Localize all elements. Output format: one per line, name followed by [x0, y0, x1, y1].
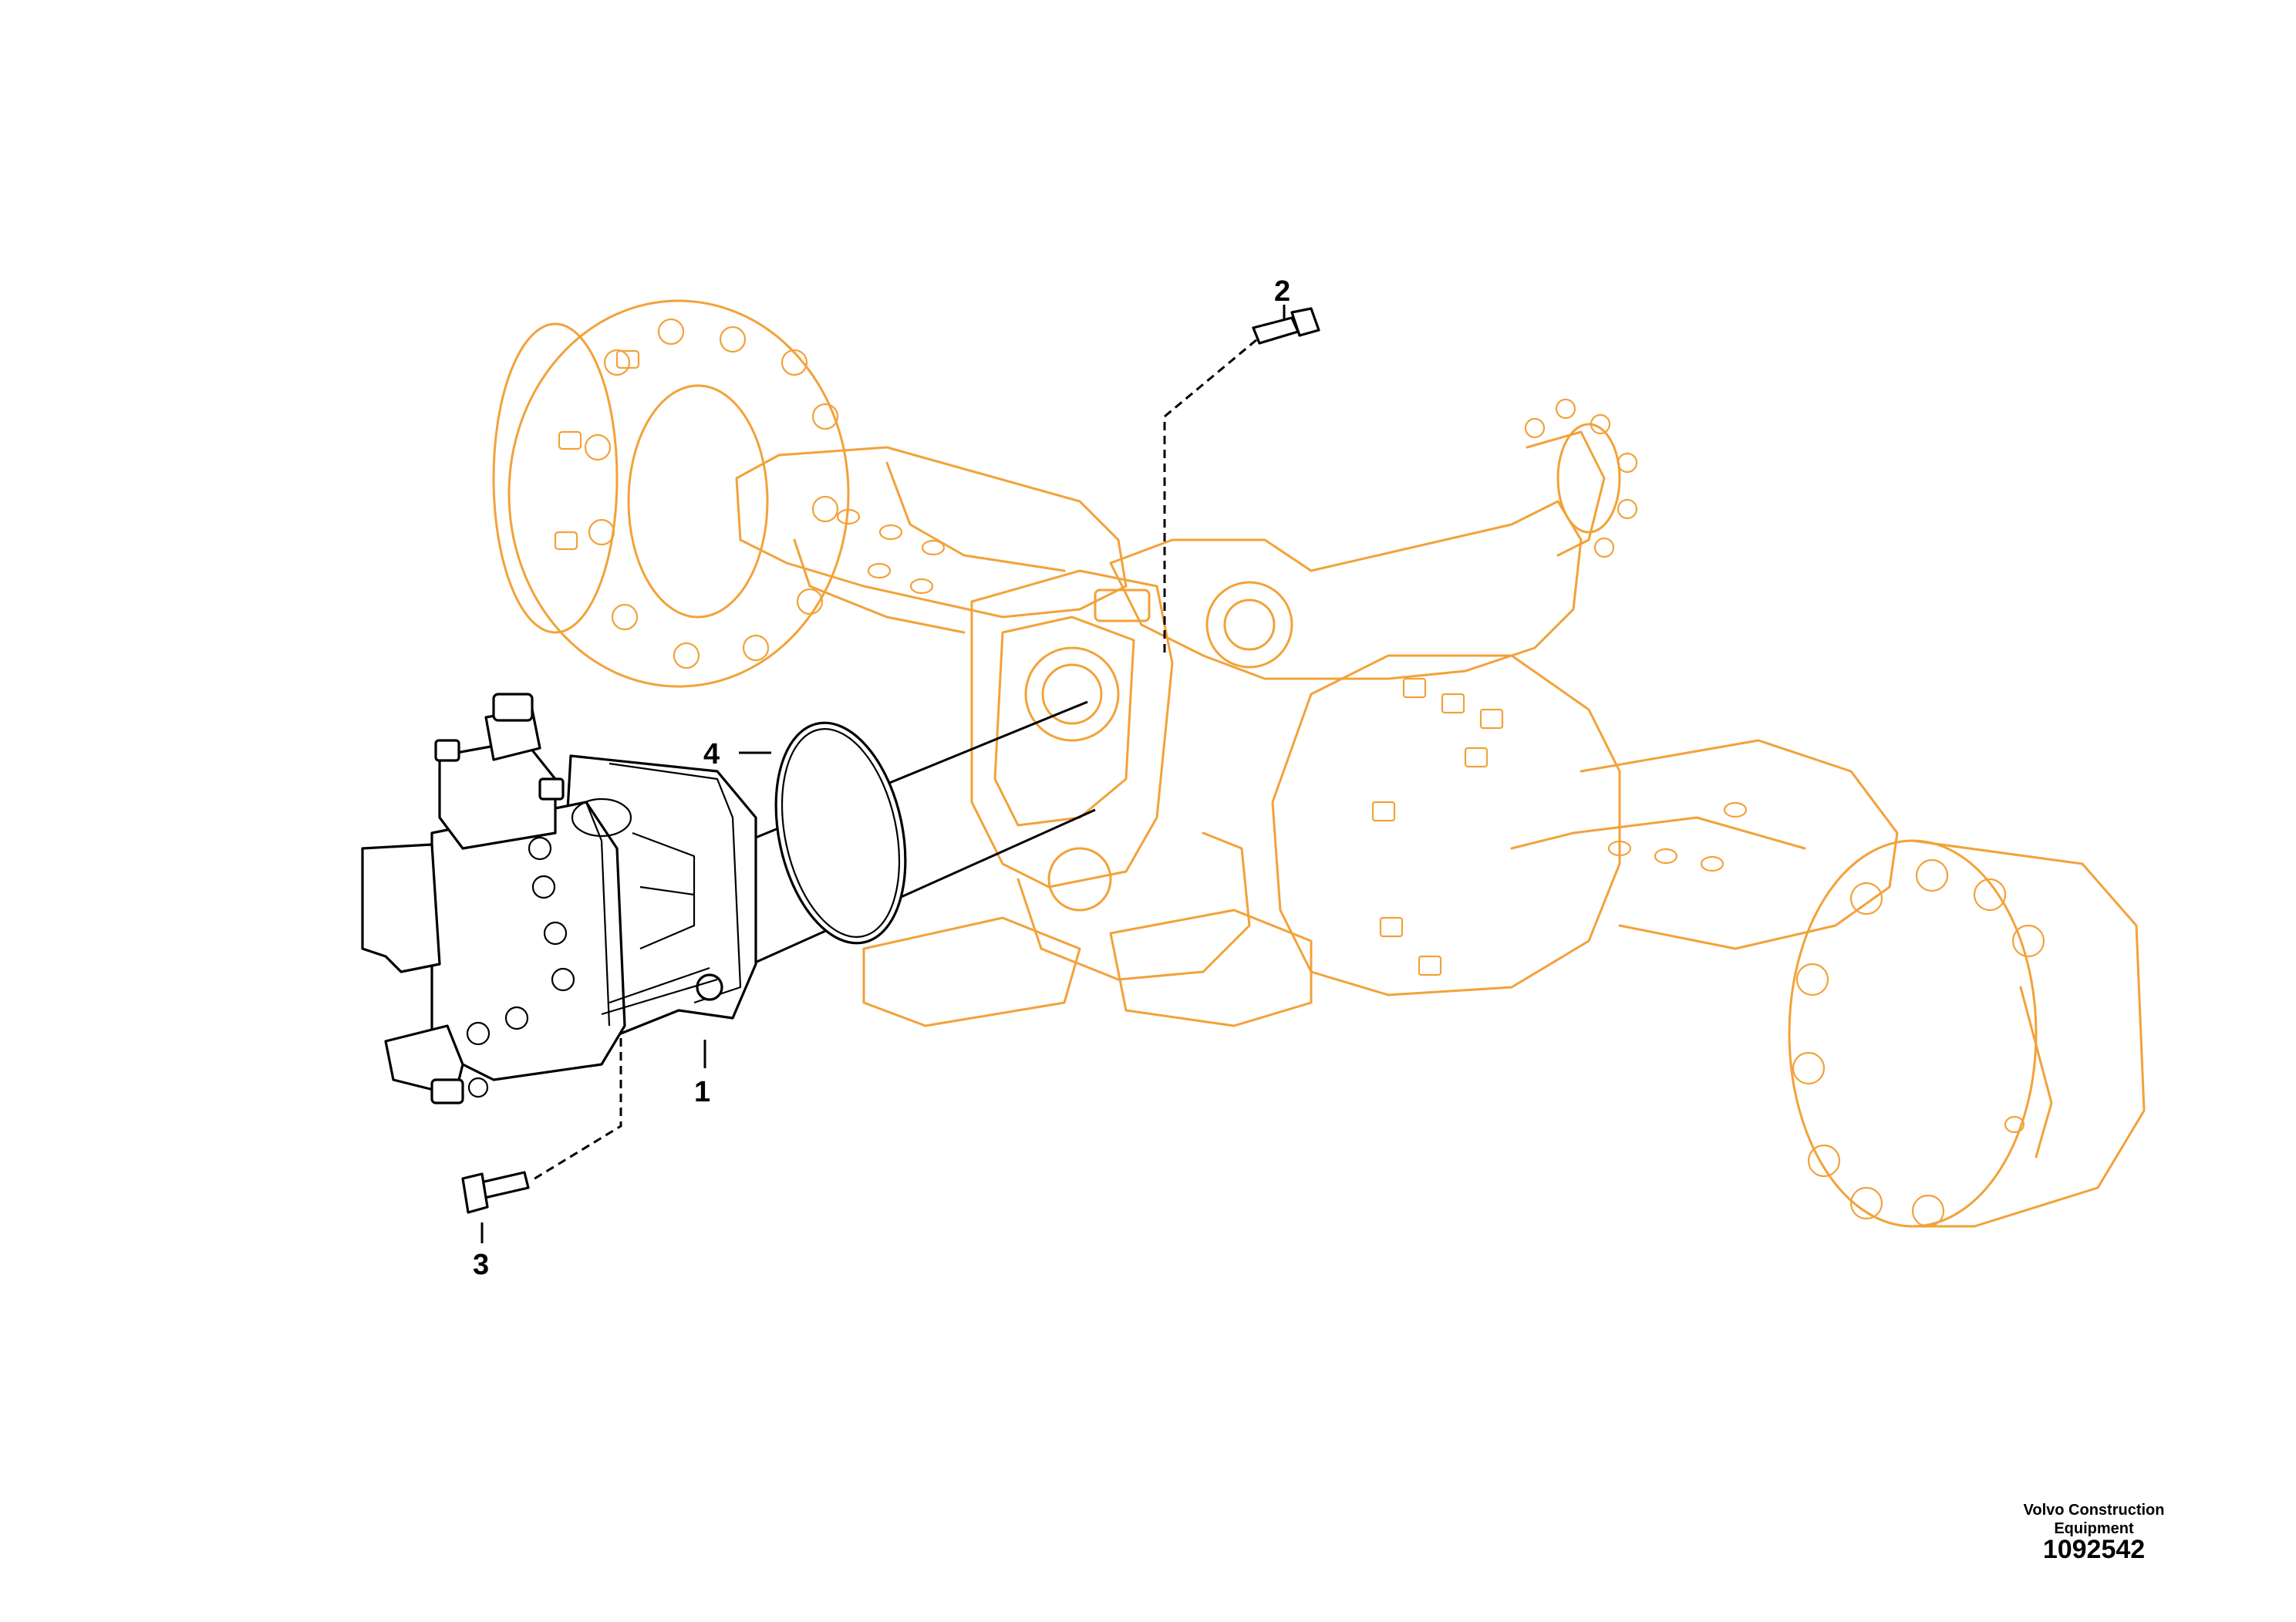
- callout-1: 1: [694, 1076, 710, 1108]
- o-ring-inner: [781, 728, 901, 938]
- o-ring-part-4: [774, 721, 907, 945]
- callout-labels: 1 2 3 4: [473, 275, 1290, 1281]
- axle-housing-outline: [492, 299, 2146, 1228]
- callout-3: 3: [473, 1249, 489, 1281]
- publisher-line-1: Volvo Construction: [2023, 1502, 2165, 1519]
- bolt-part-2: [1252, 307, 1320, 345]
- drawing-number: 1092542: [2042, 1535, 2146, 1564]
- hydraulic-motor-part-1: [361, 693, 757, 1104]
- publisher-label: Volvo Construction Equipment: [1978, 1501, 2210, 1538]
- bolt-part-3: [461, 1171, 530, 1214]
- callout-2: 2: [1274, 275, 1290, 308]
- callout-4: 4: [703, 738, 720, 771]
- publisher-line-2: Equipment: [2054, 1520, 2134, 1537]
